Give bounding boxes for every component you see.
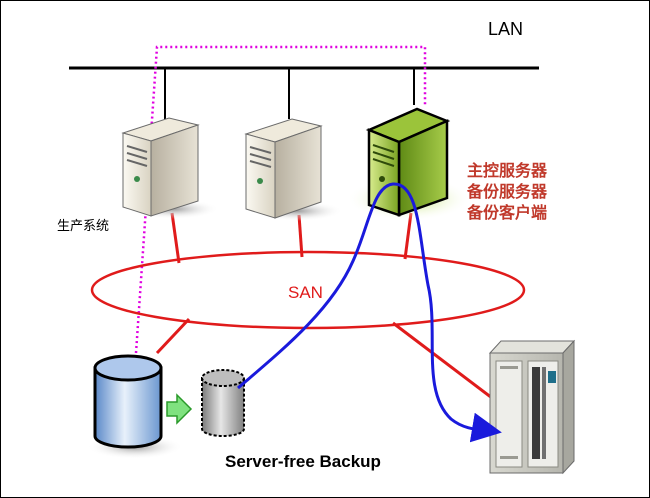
control-path xyxy=(134,45,427,354)
data-path xyxy=(237,182,502,443)
server-roles-label: 主控服务器 备份服务器 备份客户端 xyxy=(467,161,547,224)
highlighted-server-icon xyxy=(347,107,471,221)
production-system-label: 生产系统 xyxy=(57,218,110,233)
san-label: SAN xyxy=(288,283,323,302)
san-ring xyxy=(90,250,526,330)
server-icon xyxy=(244,118,343,221)
diagram-caption: Server-free Backup xyxy=(225,452,381,471)
copy-arrow-icon xyxy=(166,393,193,425)
role-backup-client: 备份客户端 xyxy=(467,205,548,222)
tape-library-icon xyxy=(488,339,576,475)
role-backup-server: 备份服务器 xyxy=(467,184,548,201)
disk-storage-icon xyxy=(87,354,183,459)
tape-storage-icon xyxy=(201,369,245,437)
lan-label: LAN xyxy=(488,19,524,39)
role-master-server: 主控服务器 xyxy=(467,163,548,180)
server-icon xyxy=(121,117,219,219)
lan-bus xyxy=(69,66,539,119)
